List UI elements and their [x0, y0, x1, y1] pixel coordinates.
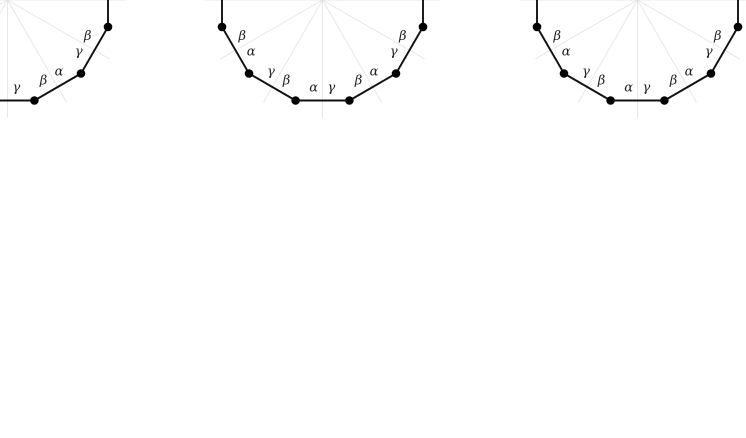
vertex-4: [418, 22, 428, 32]
angle-label: β: [282, 73, 291, 88]
grid-line-26: [637, 0, 697, 103]
tiling-edge-13: [663, 72, 712, 102]
tiling-vertices: [30, 22, 743, 105]
angle-label: α: [370, 64, 379, 79]
angle-label: β: [597, 73, 606, 88]
grid-line-5: [0, 0, 8, 5]
angle-label: γ: [267, 64, 275, 79]
angle-label: γ: [582, 64, 590, 79]
vertex-5: [391, 69, 401, 78]
vertex-2: [30, 96, 39, 105]
vertex-0: [103, 22, 113, 32]
tiling-edge-1: [33, 72, 82, 102]
tiling-edge-9: [221, 26, 250, 74]
angle-label: γ: [13, 81, 21, 96]
vertex-13: [606, 96, 615, 105]
tiling-edges: [0, 0, 739, 102]
vertex-6: [345, 96, 354, 105]
angle-label: α: [247, 45, 256, 60]
vertex-12: [660, 96, 669, 105]
grid-line-16: [263, 0, 323, 103]
angle-label: β: [354, 73, 363, 88]
angle-label: β: [398, 29, 407, 44]
angle-label: β: [669, 73, 678, 88]
angle-label: β: [552, 29, 561, 44]
tiling-edge-16: [536, 26, 565, 74]
grid-line-25: [637, 0, 740, 60]
tiling-edge-15: [563, 72, 612, 102]
vertex-7: [291, 96, 300, 105]
vertex-11: [706, 69, 716, 78]
grid-line-17: [220, 0, 323, 60]
angle-label: α: [309, 81, 318, 96]
angle-label: γ: [705, 45, 713, 60]
vertex-15: [532, 22, 542, 32]
angle-label: γ: [328, 81, 336, 96]
vertex-14: [559, 69, 569, 78]
grid-line-13: [322, 0, 425, 60]
angle-label: α: [624, 81, 633, 96]
background-grid: [0, 0, 746, 118]
angle-label: γ: [390, 45, 398, 60]
grid-line-29: [535, 0, 638, 60]
tiling-edge-5: [395, 26, 424, 74]
angle-label: α: [562, 45, 571, 60]
grid-line-1: [7, 0, 110, 60]
angle-label: γ: [643, 81, 651, 96]
angle-label: β: [39, 73, 48, 88]
tiling-edge-12: [710, 26, 739, 74]
grid-line-2: [7, 0, 67, 103]
angle-label: β: [83, 29, 92, 44]
tiling-edge-6: [348, 72, 397, 102]
angle-label: γ: [75, 45, 83, 60]
vertex-10: [733, 22, 743, 32]
angle-label: β: [237, 29, 246, 44]
tiling-edge-0: [80, 26, 109, 74]
angle-label: β: [713, 29, 722, 44]
vertex-8: [244, 69, 254, 78]
angle-label: α: [685, 64, 694, 79]
grid-line-14: [322, 0, 382, 103]
vertex-9: [217, 22, 227, 32]
grid-line-28: [578, 0, 638, 103]
grid-line-4: [0, 0, 8, 14]
angle-label: α: [55, 64, 64, 79]
vertex-1: [76, 69, 86, 78]
tiling-edge-8: [248, 72, 297, 102]
